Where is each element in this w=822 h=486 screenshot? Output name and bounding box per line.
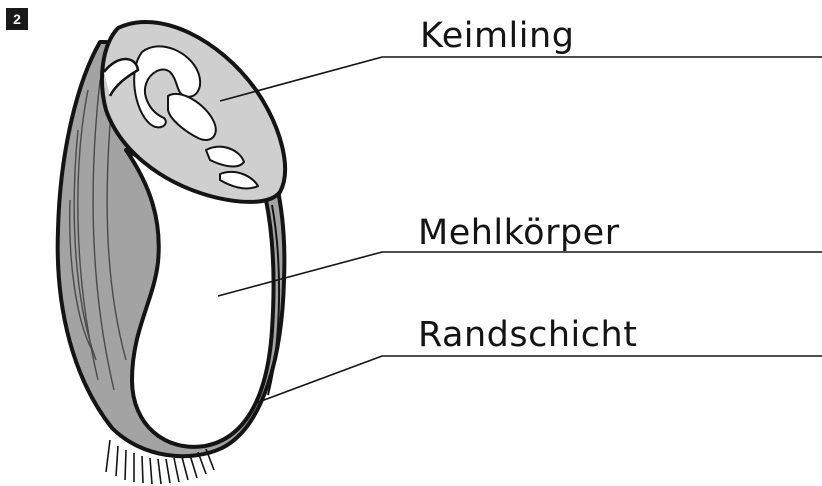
label-mehlkoerper: Mehlkörper xyxy=(418,213,620,253)
label-keimling: Keimling xyxy=(420,16,574,56)
leader-line-keimling xyxy=(220,57,822,101)
leader-line-mehlkoerper xyxy=(218,252,822,296)
label-randschicht: Randschicht xyxy=(418,315,637,355)
leader-line-randschicht xyxy=(256,356,822,403)
